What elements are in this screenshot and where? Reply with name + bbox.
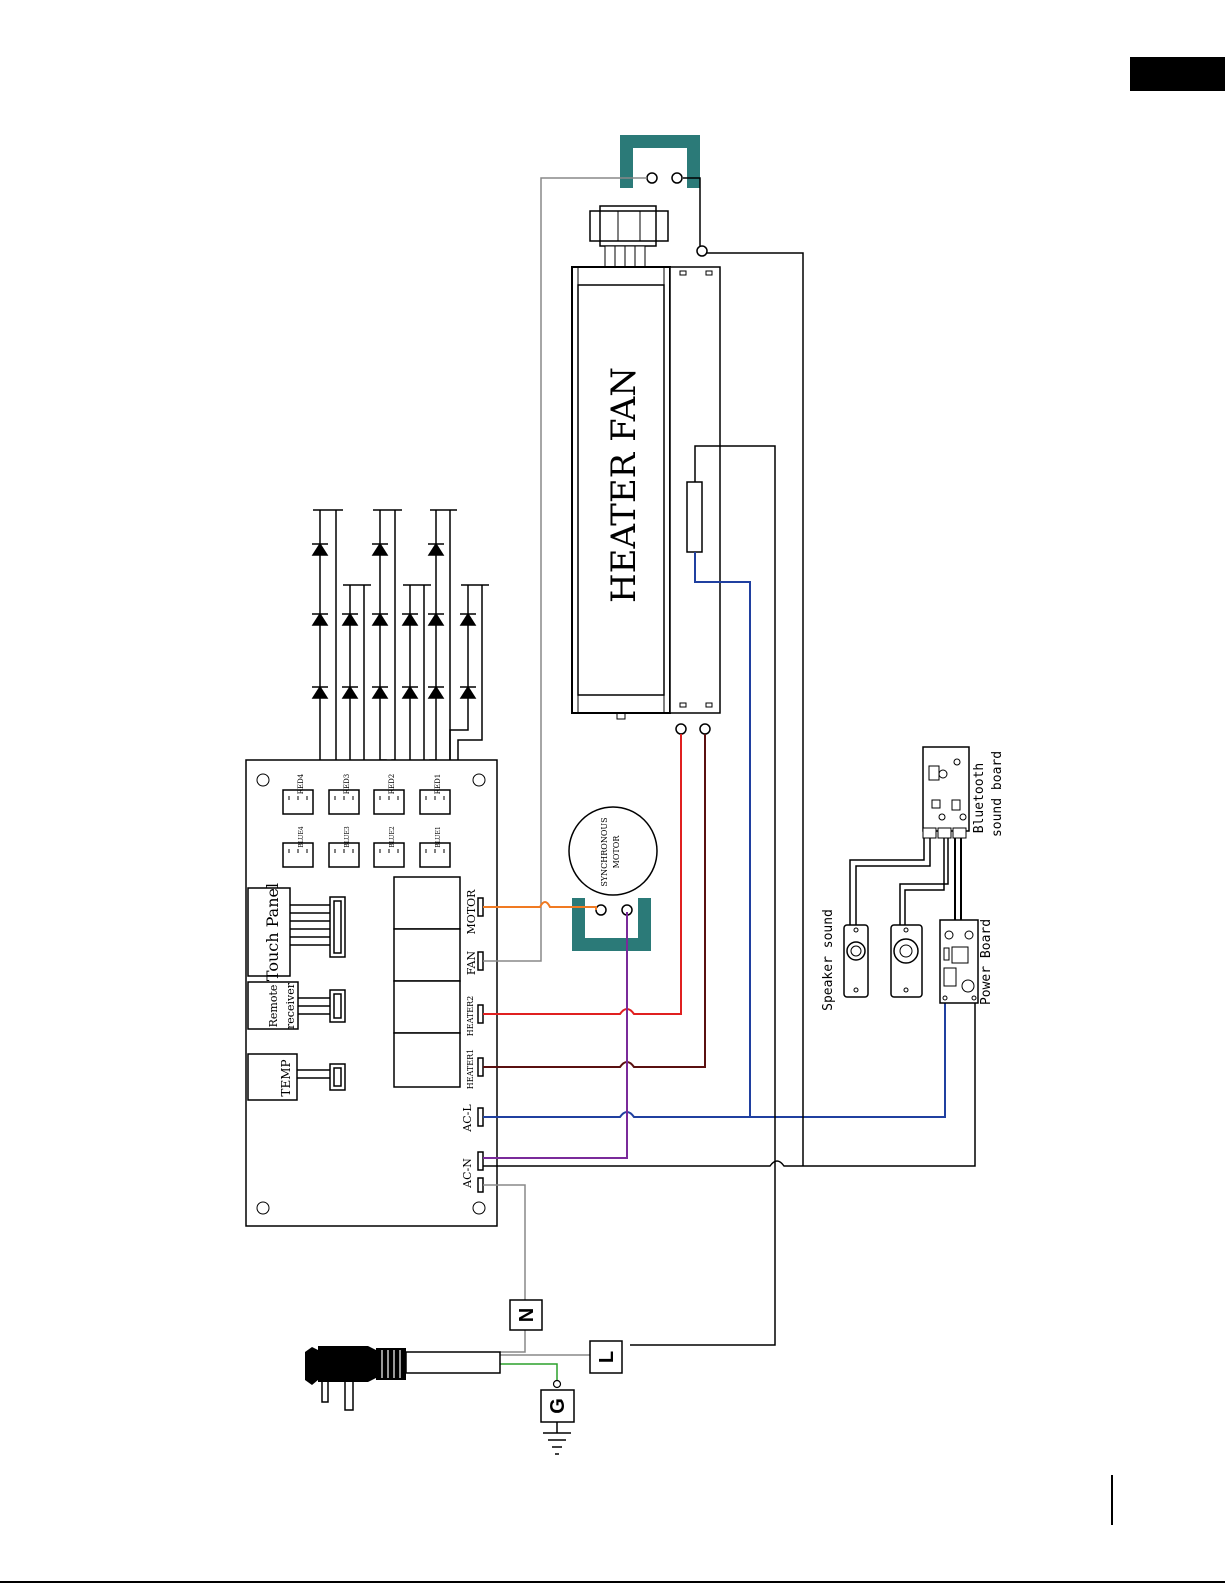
relay-motor bbox=[394, 877, 460, 929]
motor-terminal-left bbox=[596, 905, 606, 915]
blue4-label: BLUE4 bbox=[298, 826, 305, 848]
heater2-terminal-label: HEATER2 bbox=[466, 996, 475, 1036]
sync-motor-label-line1: SYNCHRONOUS bbox=[600, 817, 609, 886]
n-terminal-box: N bbox=[510, 1300, 542, 1330]
speaker-left bbox=[844, 925, 868, 997]
n-box-label: N bbox=[516, 1308, 538, 1322]
l-box-label: L bbox=[596, 1351, 618, 1363]
red3-label: RED3 bbox=[343, 774, 351, 794]
bluetooth-label-line1: Bluetooth bbox=[972, 763, 987, 833]
synchronous-motor: SYNCHRONOUS MOTOR bbox=[569, 807, 657, 951]
ground-wire bbox=[500, 1364, 557, 1380]
bluetooth-sound-board: Bluetooth sound board bbox=[923, 747, 1005, 838]
sync-motor-label-line2: MOTOR bbox=[612, 835, 621, 869]
heater-terminal-1 bbox=[676, 724, 686, 734]
plug-prong bbox=[322, 1382, 328, 1402]
remote-label-line2: receiver bbox=[284, 982, 297, 1029]
ac-l-wire-power-board bbox=[750, 1000, 945, 1117]
relay-heater2 bbox=[394, 981, 460, 1033]
power-plug bbox=[305, 1346, 500, 1410]
ac-n-terminal-label: AC-N bbox=[461, 1158, 474, 1189]
g-terminal-box: G bbox=[541, 1390, 574, 1454]
red1-label: RED1 bbox=[434, 774, 442, 794]
heater-fan-assembly: HEATER FAN bbox=[572, 135, 720, 734]
control-board: RED4 RED3 RED2 RED1 BLUE4 BLUE3 BLUE2 BL… bbox=[246, 760, 497, 1226]
speaker-label: Speaker sound bbox=[821, 909, 836, 1011]
power-board-label: Power Board bbox=[979, 919, 994, 1005]
fan-neutral-wire bbox=[707, 253, 803, 1166]
touch-panel-label: Touch Panel bbox=[263, 883, 282, 981]
temp-label: TEMP bbox=[279, 1059, 293, 1096]
fan-terminal-label: FAN bbox=[465, 951, 478, 976]
bluetooth-board-outline bbox=[923, 747, 969, 831]
relay-fan bbox=[394, 929, 460, 981]
blue3-label: BLUE3 bbox=[344, 826, 351, 848]
red2-label: RED2 bbox=[388, 774, 396, 794]
fan-ground-terminal bbox=[697, 246, 707, 256]
fan-switch-terminal-left bbox=[647, 173, 657, 183]
power-cord bbox=[406, 1352, 500, 1373]
fan-switch-bracket bbox=[620, 135, 700, 188]
power-board: Power Board bbox=[940, 919, 994, 1005]
heater1-wire bbox=[483, 734, 705, 1067]
remote-label-line1: Remote bbox=[267, 985, 280, 1028]
plug-prong bbox=[345, 1382, 353, 1410]
wires bbox=[483, 178, 975, 1388]
speaker-right bbox=[891, 925, 922, 997]
motor-switch-bracket bbox=[572, 898, 651, 951]
blue2-label: BLUE2 bbox=[389, 826, 396, 848]
thermal-fuse bbox=[687, 482, 702, 552]
l-terminal-box: L bbox=[590, 1341, 622, 1373]
relay-heater1 bbox=[394, 1033, 460, 1087]
fan-switch-terminal-right bbox=[672, 173, 682, 183]
speakers: Speaker sound bbox=[821, 909, 922, 1011]
neutral-bus-wire bbox=[483, 1000, 975, 1166]
heater-terminal-2 bbox=[700, 724, 710, 734]
red4-label: RED4 bbox=[297, 773, 305, 794]
fan-switch-wire bbox=[683, 178, 700, 246]
header-tab bbox=[1130, 57, 1225, 91]
ac-l-terminal-label: AC-L bbox=[461, 1104, 474, 1133]
motor-terminal-label: MOTOR bbox=[465, 889, 478, 935]
bluetooth-label-line2: sound board bbox=[990, 751, 1005, 837]
heater1-terminal-label: HEATER1 bbox=[466, 1049, 475, 1089]
g-box-label: G bbox=[547, 1398, 569, 1414]
heater-fan-label: HEATER FAN bbox=[604, 367, 644, 603]
blue1-label: BLUE1 bbox=[435, 826, 442, 847]
